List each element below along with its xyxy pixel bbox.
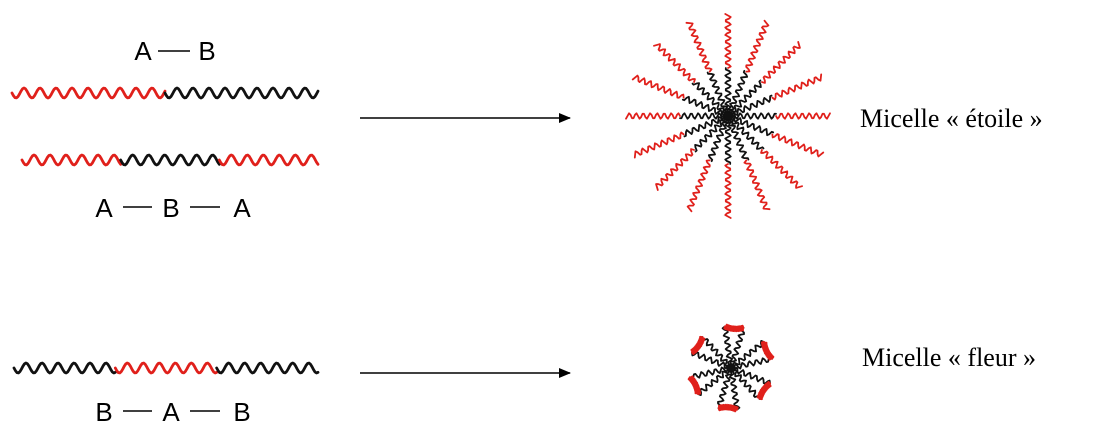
star-arm-12-corona-block (686, 23, 711, 72)
bab-label-a: A (162, 397, 180, 427)
star-arm-6-corona-block (688, 160, 710, 211)
star-arm-13-corona-block (725, 14, 730, 68)
aba-block-3-a (219, 155, 318, 165)
star-micelle-core (724, 112, 732, 120)
star-arm-8-corona-block (635, 132, 684, 157)
aba-label-a2: A (233, 193, 251, 223)
flower-petal-5-loop (689, 376, 701, 394)
ab-diblock-group: A B (12, 36, 318, 98)
bab-block-3-b (217, 363, 318, 373)
aba-label-a1: A (95, 193, 113, 223)
bab-block-1-b (14, 363, 115, 373)
ab-diblock-chain (12, 88, 318, 98)
star-micelle (626, 14, 830, 218)
flower-micelle-core (727, 364, 735, 372)
bab-label-b1: B (95, 397, 112, 427)
bab-label-b2: B (233, 397, 250, 427)
aba-triblock-group: A B A (22, 155, 318, 223)
flower-petal-2-loop (762, 342, 774, 360)
flower-micelle-label: Micelle « fleur » (862, 343, 1036, 372)
aba-triblock-chain (22, 155, 318, 165)
bab-triblock-group: B A B (14, 363, 318, 427)
flower-petal-6-stem-2 (702, 337, 732, 368)
star-arm-16-corona-block (772, 74, 821, 99)
star-arm-2-corona-block (772, 134, 823, 156)
star-arm-14-corona-block (746, 21, 768, 72)
star-arm-10-corona-block (633, 76, 684, 98)
aba-block-2-b (121, 155, 220, 165)
bab-block-2-a (115, 363, 216, 373)
star-arm-11-corona-block (654, 44, 695, 82)
flower-petal-4-loop (718, 405, 737, 412)
flower-petal-6-loop (691, 337, 704, 354)
flower-petal-1-stem-2 (731, 328, 744, 368)
bab-triblock-chain (14, 363, 318, 373)
ab-label-a: A (134, 36, 152, 66)
flower-petal-3-loop (758, 382, 771, 399)
aba-label-b: B (162, 193, 179, 223)
ab-block-1-a (12, 88, 165, 98)
flower-petal-4-stem-2 (718, 368, 731, 408)
bab-label: B A B (95, 397, 250, 427)
ab-label: A B (134, 36, 215, 66)
flower-petal-1-loop (724, 325, 743, 332)
star-arm-5-corona-block (725, 164, 730, 218)
ab-label-b: B (198, 36, 215, 66)
aba-label: A B A (95, 193, 251, 223)
flower-petal-3-stem-2 (730, 368, 760, 399)
flower-micelle (689, 325, 774, 412)
star-arm-4-corona-block (744, 160, 769, 209)
aba-block-1-a (22, 155, 121, 165)
star-arm-9-corona-block (626, 113, 680, 118)
star-arm-15-corona-block (762, 42, 800, 83)
star-arm-7-corona-block (656, 149, 694, 190)
star-arm-1-corona-block (776, 113, 830, 118)
star-arm-3-corona-block (761, 150, 802, 188)
star-micelle-label: Micelle « étoile » (860, 104, 1043, 133)
ab-block-2-b (165, 88, 318, 98)
